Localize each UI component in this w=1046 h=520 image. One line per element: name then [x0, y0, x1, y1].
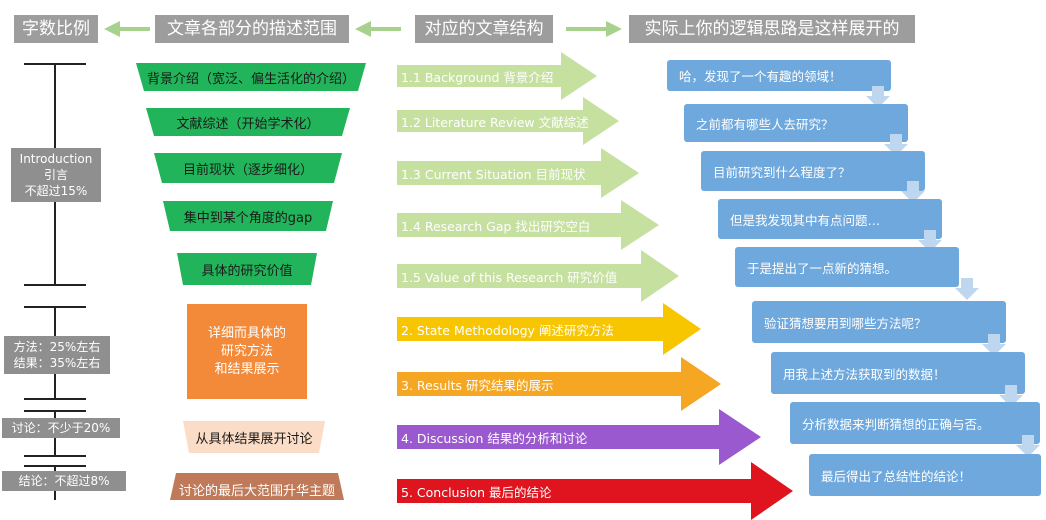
funnel-methods-results: 详细而具体的 研究方法 和结果展示 — [187, 304, 307, 399]
structure-arrow-1-3: 1.3 Current Situation 目前现状 — [397, 148, 639, 198]
logic-step-6: 验证猜想要用到哪些方法呢？ — [752, 301, 1006, 343]
structure-arrow-1-1: 1.1 Background 背景介绍 — [397, 52, 597, 100]
structure-arrow-4: 4. Discussion 结果的分析和讨论 — [397, 409, 761, 465]
structure-arrow-1-5: 1.5 Value of this Research 研究价值 — [397, 250, 679, 302]
funnel-shape — [136, 63, 366, 91]
logic-step-5: 于是提出了一点新的猜想。 — [735, 247, 959, 287]
ratio-intro: Introduction 引言 不超过15% — [11, 148, 101, 202]
funnel-shape — [177, 253, 317, 285]
structure-label: 1.5 Value of this Research 研究价值 — [401, 269, 618, 285]
logic-step-3: 目前研究到什么程度了？ — [701, 151, 925, 191]
structure-arrow-3: 3. Results 研究结果的展示 — [397, 357, 721, 411]
structure-label: 5. Conclusion 最后的结论 — [401, 484, 552, 500]
funnel-shape — [154, 153, 342, 183]
funnel-gap: 集中到某个角度的gap — [183, 210, 313, 226]
structure-label: 1.4 Research Gap 找出研究空白 — [401, 218, 591, 234]
down-arrow-icon — [999, 385, 1023, 407]
scale-tick — [24, 455, 86, 457]
funnel-shape — [163, 201, 333, 231]
down-arrow-icon — [884, 134, 908, 156]
structure-label: 4. Discussion 结果的分析和讨论 — [401, 430, 588, 446]
down-arrow-icon — [918, 230, 942, 252]
ratio-discussion: 讨论：不少于20% — [2, 418, 120, 438]
funnel-shape — [183, 421, 325, 453]
scale-tick — [24, 63, 86, 65]
funnel-current: 目前现状（逐步细化） — [182, 162, 313, 178]
down-arrow-icon — [866, 86, 890, 108]
logic-step-4: 但是我发现其中有点问题… — [718, 199, 942, 239]
structure-arrow-1-4: 1.4 Research Gap 找出研究空白 — [397, 200, 659, 250]
logic-step-2: 之前都有哪些人去研究？ — [684, 104, 908, 142]
structure-arrow-2: 2. State Methodology 阐述研究方法 — [397, 303, 701, 355]
funnel-shape — [146, 108, 350, 136]
structure-label: 3. Results 研究结果的展示 — [401, 377, 554, 393]
funnel-literature: 文献综述（开始学术化） — [176, 116, 320, 132]
structure-label: 2. State Methodology 阐述研究方法 — [401, 322, 614, 338]
logic-step-7: 用我上述方法获取到的数据！ — [771, 352, 1025, 394]
scale-tick — [24, 398, 86, 400]
funnel-background: 背景介绍（宽泛、偏生活化的介绍） — [146, 71, 355, 87]
structure-label: 1.1 Background 背景介绍 — [401, 69, 554, 85]
funnel-discussion: 从具体结果展开讨论 — [195, 431, 313, 447]
left-arrow-icon — [355, 21, 401, 37]
structure-label: 1.3 Current Situation 目前现状 — [401, 166, 586, 182]
header-logic: 实际上你的逻辑思路是这样展开的 — [629, 15, 915, 43]
funnel-value: 具体的研究价值 — [201, 263, 293, 279]
structure-label: 1.2 Literature Review 文献综述 — [401, 114, 589, 130]
down-arrow-icon — [982, 334, 1006, 356]
funnel-conclusion: 讨论的最后大范围升华主题 — [178, 483, 335, 499]
ratio-method-results: 方法：25%左右 结果：35%左右 — [4, 336, 110, 374]
scale-tick — [24, 284, 86, 286]
header-structure: 对应的文章结构 — [415, 15, 553, 43]
ratio-conclusion: 结论：不超过8% — [2, 471, 126, 491]
left-arrow-icon — [104, 21, 150, 37]
down-arrow-icon — [1016, 435, 1040, 457]
down-arrow-icon — [901, 181, 925, 203]
right-arrow-icon — [566, 21, 622, 37]
logic-step-1: 哈，发现了一个有趣的领域！ — [667, 60, 891, 91]
down-arrow-icon — [955, 278, 979, 300]
logic-step-8: 分析数据来判断猜想的正确与否。 — [790, 402, 1040, 444]
scale-tick — [24, 306, 86, 308]
funnel-shape — [170, 473, 344, 500]
header-scope: 文章各部分的描述范围 — [155, 15, 349, 43]
logic-step-9: 最后得出了总结性的结论！ — [809, 454, 1041, 496]
header-word-ratio: 字数比例 — [14, 15, 98, 43]
structure-arrow-1-2: 1.2 Literature Review 文献综述 — [397, 97, 619, 145]
structure-arrow-5: 5. Conclusion 最后的结论 — [397, 462, 793, 520]
